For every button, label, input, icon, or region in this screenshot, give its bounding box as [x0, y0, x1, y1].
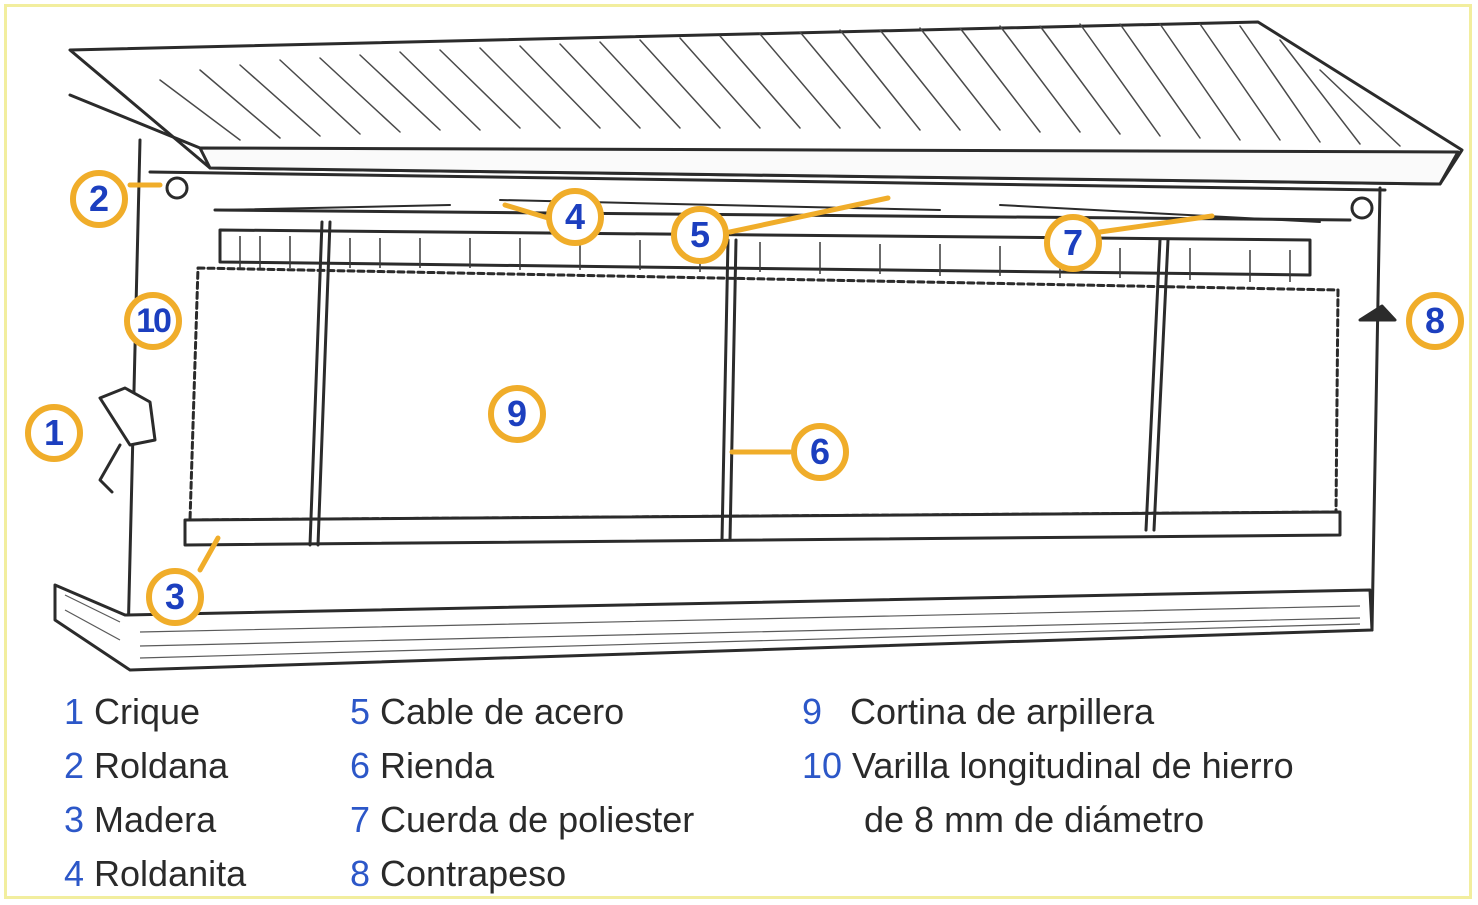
legend-number: 9	[802, 691, 823, 732]
legend-label: Varilla longitudinal de hierro	[852, 745, 1294, 786]
callout-6: 6	[791, 423, 849, 481]
pulley-left	[165, 176, 189, 200]
callout-10: 10	[124, 292, 182, 350]
brace-3	[1144, 238, 1162, 532]
legend-label: Roldana	[94, 745, 229, 786]
brace-1b	[316, 220, 332, 547]
legend-number: 1	[64, 691, 85, 732]
image-frame	[4, 4, 1472, 899]
leader-4	[502, 202, 551, 221]
roof-front-edge	[198, 146, 1460, 186]
leader-7	[1097, 213, 1215, 235]
base-timber	[53, 583, 1374, 672]
callout-2: 2	[70, 170, 128, 228]
legend-number: 8	[350, 853, 371, 894]
leader-5	[727, 195, 891, 235]
curtain-roll	[218, 228, 1312, 277]
roof-left-overhang	[68, 93, 202, 150]
legend-number: 3	[64, 799, 85, 840]
brace-3b	[1152, 238, 1170, 532]
legend-label: Cuerda de poliester	[380, 799, 695, 840]
legend-continuation: de 8 mm de diámetro	[864, 799, 1205, 840]
upper-beam-lower	[213, 208, 1352, 222]
legend-label: Crique	[94, 691, 201, 732]
legend-label: Cable de acero	[380, 691, 625, 732]
crank	[98, 386, 157, 447]
legend-number: 6	[350, 745, 371, 786]
legend-label: Cortina de arpillera	[850, 691, 1155, 732]
pulley-right	[1350, 196, 1374, 220]
legend-label: Contrapeso	[380, 853, 567, 894]
legend-label: Roldanita	[94, 853, 247, 894]
crank-handle	[98, 443, 122, 494]
legend-number: 7	[350, 799, 371, 840]
callout-7: 7	[1044, 214, 1102, 272]
wall-right-post	[1370, 186, 1382, 632]
counterweight	[1358, 304, 1397, 322]
legend-item: 9 Cortina de arpillera	[802, 694, 1154, 730]
callout-8: 8	[1406, 292, 1464, 350]
leader-3	[197, 535, 221, 573]
legend-number: 4	[64, 853, 85, 894]
callout-9: 9	[488, 385, 546, 443]
sill	[183, 510, 1342, 547]
brace-2	[720, 238, 730, 542]
wall-left-post	[126, 138, 142, 642]
brace-1	[308, 220, 324, 547]
upper-beam	[148, 170, 1387, 192]
legend-number: 10	[802, 745, 843, 786]
callout-3: 3	[146, 568, 204, 626]
legend-label: Madera	[94, 799, 217, 840]
callout-1: 1	[25, 404, 83, 462]
callout-5: 5	[671, 206, 729, 264]
legend-label: Rienda	[380, 745, 495, 786]
brace-2b	[728, 238, 738, 542]
legend-number: 5	[350, 691, 371, 732]
callout-4: 4	[546, 188, 604, 246]
legend-number: 2	[64, 745, 85, 786]
